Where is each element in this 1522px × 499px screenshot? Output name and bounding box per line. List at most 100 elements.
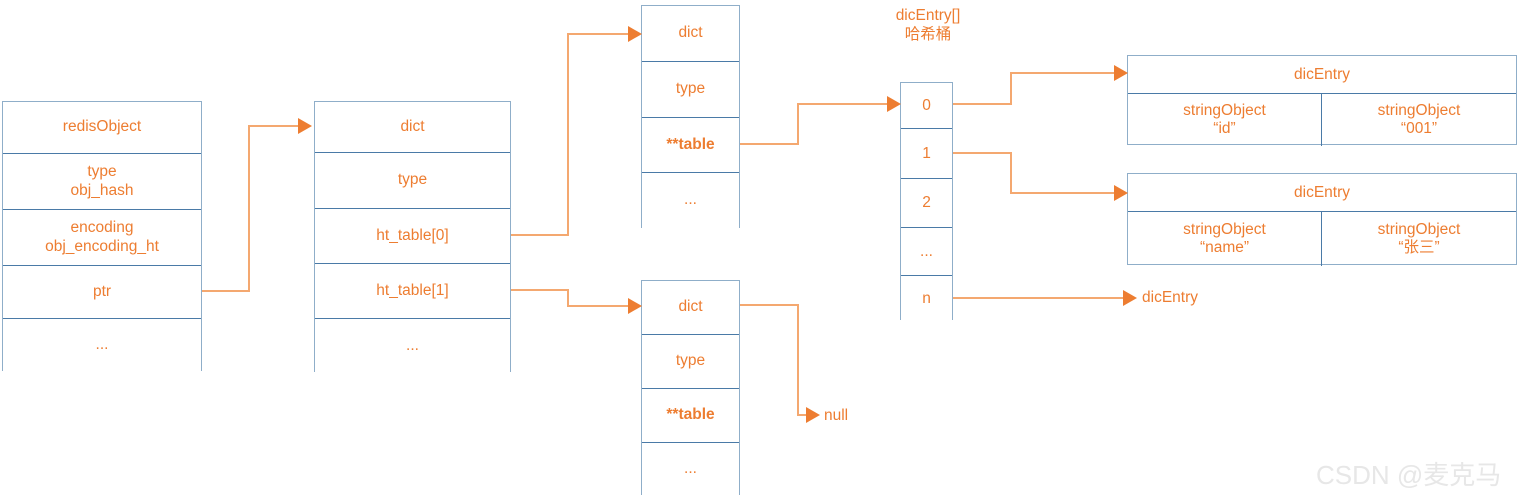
dic-entry-header: dicEntry	[1128, 56, 1516, 94]
dic-entry-body: stringObject “name” stringObject “张三”	[1128, 212, 1516, 266]
row-text-line1: ...	[406, 336, 419, 354]
connector-bucket0-seg-h1	[953, 103, 1012, 106]
dict-ht0-row-type: type	[642, 62, 739, 118]
value-value: “张三”	[1398, 239, 1440, 256]
arrow-ht0-to-dict	[628, 26, 642, 42]
dict-ht0-row-ellipsis: ...	[642, 173, 739, 228]
row-text-line1: type	[675, 80, 706, 98]
redis-object-box: redisObject type obj_hash encoding obj_e…	[2, 101, 202, 372]
connector-ptr-seg-h2	[248, 125, 298, 128]
dic-entry-box-2: dicEntry stringObject “name” stringObjec…	[1127, 173, 1517, 266]
dic-entry-header: dicEntry	[1128, 174, 1516, 212]
row-text-line1: ht_table[0]	[376, 226, 449, 244]
row-text-line1: ptr	[92, 282, 112, 300]
csdn-watermark: CSDN @麦克马	[1316, 460, 1502, 490]
row-text-line1: **table	[666, 135, 715, 153]
connector-bucket1-seg-h1	[953, 152, 1012, 155]
row-text-line1: dict	[400, 117, 425, 135]
row-text-line1: **table	[666, 406, 715, 424]
dict-main-row-httable0: ht_table[0]	[315, 209, 510, 264]
connector-bucket0-seg-h2	[1010, 72, 1119, 75]
connector-ptr-seg-h1	[202, 290, 250, 293]
dict-ht1-row-type: type	[642, 335, 739, 389]
redis-object-row-encoding: encoding obj_encoding_ht	[3, 210, 201, 266]
connector-table0-seg-h1	[740, 143, 799, 146]
connector-table0-seg-v	[797, 103, 800, 145]
row-text-line1: encoding	[70, 219, 134, 237]
redis-object-row-type: type obj_hash	[3, 154, 201, 210]
row-text-line1: ...	[95, 336, 109, 354]
value-type: stringObject	[1377, 220, 1461, 238]
connector-ptr-seg-v	[248, 125, 251, 292]
dict-ht0-box: dict type **table ...	[641, 5, 740, 228]
hash-bucket-slot-n: n	[901, 276, 952, 321]
dict-main-row-title: dict	[315, 102, 510, 153]
connector-ht1-seg-h2	[567, 305, 633, 308]
row-text-line1: type	[397, 171, 428, 189]
dic-entry-value-cell: stringObject “张三”	[1322, 212, 1516, 266]
slot-label: ...	[920, 242, 933, 260]
hash-bucket-title-line2: 哈希桶	[904, 26, 952, 44]
connector-ht0-seg-h1	[511, 234, 569, 237]
value-type: stringObject	[1377, 101, 1461, 119]
dict-main-box: dict type ht_table[0] ht_table[1] ...	[314, 101, 511, 373]
row-text-line1: dict	[678, 298, 703, 316]
redis-object-row-ellipsis: ...	[3, 319, 201, 372]
connector-bucket1-seg-h2	[1010, 192, 1119, 195]
dic-entry-key-cell: stringObject “name”	[1128, 212, 1322, 266]
dict-main-row-httable1: ht_table[1]	[315, 264, 510, 319]
hash-bucket-slot-0: 0	[901, 83, 952, 129]
null-label: null	[824, 407, 849, 424]
row-text-line1: redisObject	[62, 118, 142, 136]
hash-bucket-title-line1: dicEntry[]	[895, 7, 961, 24]
key-value: “id”	[1213, 120, 1236, 137]
hash-bucket-slot-1: 1	[901, 129, 952, 179]
key-type: stringObject	[1183, 220, 1266, 238]
dic-entry-value-cell: stringObject “001”	[1322, 94, 1516, 146]
dict-ht1-row-table: **table	[642, 389, 739, 443]
dic-entry-key-cell: stringObject “id”	[1128, 94, 1322, 146]
slot-label: 0	[922, 96, 931, 114]
connector-bucketn-seg-h1	[953, 297, 1128, 300]
row-text-line1: type	[87, 163, 117, 181]
connector-ht0-seg-v	[567, 33, 570, 235]
hash-bucket-title: dicEntry[] 哈希桶	[858, 6, 998, 45]
hash-bucket-slot-ellipsis: ...	[901, 228, 952, 276]
dict-ht0-row-title: dict	[642, 6, 739, 62]
row-text-line1: ht_table[1]	[376, 281, 449, 299]
dict-main-row-type: type	[315, 153, 510, 209]
row-text-line2: obj_hash	[70, 181, 134, 199]
dict-ht1-row-ellipsis: ...	[642, 443, 739, 496]
connector-ht0-seg-h2	[567, 33, 633, 36]
slot-label: n	[922, 289, 931, 307]
arrow-bucketn-to-dicentry-label	[1123, 290, 1137, 306]
tail-dic-entry-label: dicEntry	[1142, 289, 1198, 306]
connector-ht1-seg-h1	[511, 289, 569, 292]
dict-ht1-row-title: dict	[642, 281, 739, 335]
dic-entry-header-label: dicEntry	[1294, 65, 1350, 83]
arrow-bucket1-to-dicentry2	[1114, 185, 1128, 201]
value-value: “001”	[1400, 120, 1438, 137]
row-text-line2: obj_encoding_ht	[45, 237, 159, 255]
hash-bucket-box: 0 1 2 ... n	[900, 82, 953, 321]
dict-main-row-ellipsis: ...	[315, 319, 510, 373]
key-type: stringObject	[1183, 101, 1266, 119]
dic-entry-box-1: dicEntry stringObject “id” stringObject …	[1127, 55, 1517, 146]
row-text-line1: type	[675, 352, 706, 370]
row-text-line1: ...	[684, 460, 697, 478]
connector-bucket0-seg-v	[1010, 72, 1013, 105]
connector-bucket1-seg-v	[1010, 152, 1013, 194]
arrow-table0-to-bucket	[887, 96, 901, 112]
arrow-ht1-to-dict	[628, 298, 642, 314]
connector-null-seg-v	[797, 304, 800, 416]
row-text-line1: ...	[684, 191, 697, 209]
dict-ht1-box: dict type **table ...	[641, 280, 740, 496]
dict-ht0-row-table: **table	[642, 118, 739, 173]
key-value: “name”	[1199, 239, 1250, 256]
slot-label: 1	[922, 144, 931, 162]
connector-null-seg-h1	[740, 304, 799, 307]
arrow-bucket0-to-dicentry1	[1114, 65, 1128, 81]
connector-null-seg-h2	[797, 414, 811, 417]
hash-bucket-slot-2: 2	[901, 179, 952, 228]
